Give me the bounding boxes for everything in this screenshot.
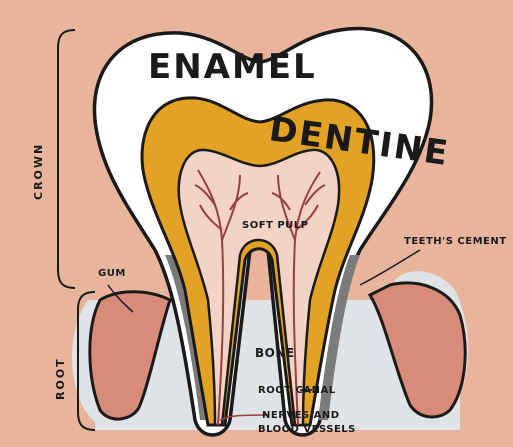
cement-leader (359, 249, 421, 286)
teeth-cement-label: TEETH'S CEMENT (404, 236, 507, 247)
gum-right (367, 281, 467, 419)
soft-pulp-label: SOFT PULP (242, 220, 309, 231)
gum-label: GUM (98, 268, 126, 279)
nerves-label-line2: BLOOD VESSELS (258, 424, 356, 435)
bone-label: BONE (255, 346, 295, 360)
root-canal-label: ROOT CANAL (258, 385, 336, 396)
root-bracket (77, 291, 96, 431)
crown-label: CROWN (32, 143, 45, 200)
gum-left (88, 290, 172, 421)
root-label: ROOT (54, 357, 67, 400)
nerves-label-line1: NERVES AND (262, 410, 340, 421)
gum-leader (107, 284, 134, 313)
enamel-label: ENAMEL (148, 47, 317, 87)
nerve-vessels (194, 169, 326, 426)
cement-right (318, 255, 360, 420)
nerves-leader (219, 414, 269, 421)
crown-bracket (57, 29, 76, 289)
